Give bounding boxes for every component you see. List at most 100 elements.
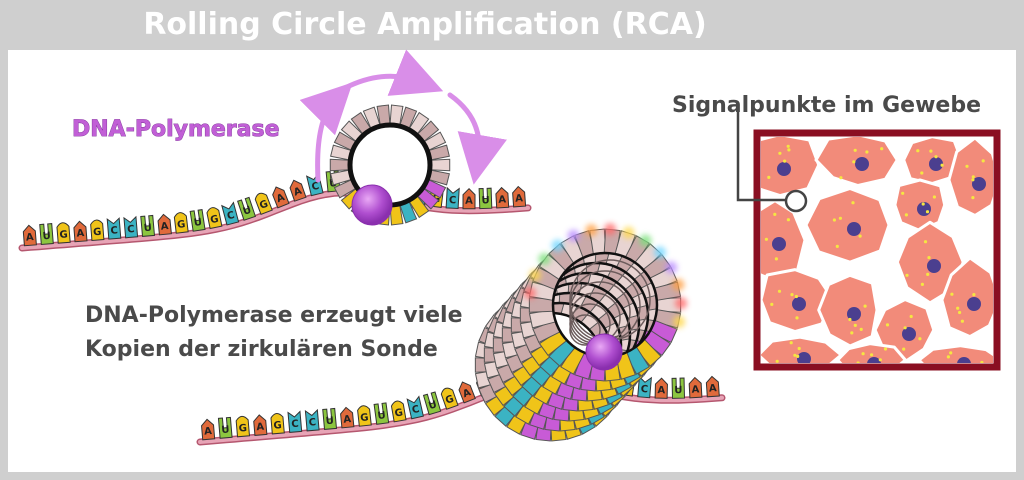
- nucleotide-letter: A: [26, 232, 35, 244]
- nucleotide: A: [705, 375, 720, 398]
- nucleotide: G: [56, 222, 71, 244]
- nucleotide: A: [289, 179, 307, 202]
- signal-dot: [778, 151, 782, 155]
- signal-dot: [934, 155, 938, 159]
- cell-nucleus: [902, 327, 916, 341]
- nucleotide: G: [254, 192, 273, 215]
- nucleotide: G: [90, 219, 105, 242]
- nucleotide-letter: U: [242, 205, 253, 218]
- signal-glow: [529, 269, 542, 282]
- nucleotide: U: [322, 407, 338, 430]
- nucleotide-letter: G: [177, 219, 186, 231]
- signal-glow: [551, 239, 564, 252]
- signal-glow: [523, 287, 536, 300]
- signal-glow: [639, 234, 652, 247]
- signal-dot: [861, 352, 865, 356]
- signal-glow: [585, 224, 598, 237]
- tissue-cell: [940, 256, 993, 339]
- signal-dot: [839, 176, 843, 180]
- polymerase-enzyme: [351, 184, 393, 226]
- nucleotide-letter: A: [498, 194, 507, 205]
- nucleotide-letter: G: [273, 420, 282, 432]
- nucleotide: C: [445, 186, 460, 210]
- signal-dot: [774, 257, 779, 261]
- tissue-cell: [917, 344, 993, 363]
- signal-dot: [885, 323, 890, 327]
- signal-dot: [949, 351, 953, 355]
- nucleotide-letter: G: [258, 199, 270, 212]
- nucleotide-letter: U: [143, 223, 152, 235]
- signal-dot: [980, 360, 984, 363]
- signal-dot: [901, 191, 905, 195]
- signal-dot: [851, 201, 855, 205]
- signal-glow: [604, 223, 617, 236]
- cell-nucleus: [777, 162, 791, 176]
- nucleotide: G: [357, 405, 372, 427]
- nucleotide-letter: U: [221, 425, 230, 437]
- nucleotide: A: [340, 406, 355, 429]
- nucleotide-letter: U: [325, 416, 334, 428]
- signal-dot: [878, 358, 882, 362]
- nucleotide-letter: C: [226, 210, 236, 223]
- signal-dot: [789, 341, 793, 345]
- copies-label-line2: Kopien der zirkulären Sonde: [85, 337, 438, 362]
- nucleotide-letter: C: [640, 384, 648, 396]
- nucleotide: A: [462, 187, 476, 210]
- nucleotide-letter: U: [427, 399, 438, 412]
- nucleotide: G: [235, 415, 251, 438]
- nucleotide-letter: A: [204, 426, 213, 438]
- signal-dot: [932, 195, 937, 199]
- nucleotide-letter: G: [394, 407, 404, 419]
- signal-dot: [797, 346, 801, 351]
- signal-dot: [838, 216, 843, 220]
- nucleotide: C: [406, 395, 424, 420]
- signal-dot: [981, 159, 985, 163]
- cell-nucleus: [797, 352, 811, 363]
- signal-glow: [673, 315, 686, 328]
- nucleotide: A: [201, 418, 216, 441]
- signal-dot: [863, 304, 867, 308]
- signal-dot: [883, 347, 888, 351]
- signal-glow: [665, 261, 678, 274]
- nucleotide-letter: A: [465, 196, 473, 207]
- signal-dot: [923, 240, 928, 244]
- nucleotide-letter: C: [411, 404, 421, 416]
- nucleotide: C: [305, 172, 324, 197]
- tissue-cell: [902, 137, 963, 186]
- nucleotide: G: [173, 212, 189, 234]
- signal-dot: [790, 293, 794, 297]
- cell-nucleus: [847, 222, 861, 236]
- nucleotide-letter: A: [657, 385, 665, 396]
- figure-title: Rolling Circle Amplification (RCA): [143, 7, 707, 42]
- cell-nucleus: [929, 157, 943, 171]
- signal-dot: [796, 354, 800, 358]
- signal-dot: [773, 212, 777, 216]
- tissue-cell: [814, 137, 899, 187]
- cell-nucleus: [957, 357, 971, 363]
- signal-dot: [921, 202, 925, 206]
- signal-dot: [880, 147, 884, 151]
- signal-dot: [904, 213, 909, 217]
- callout-line: [736, 112, 786, 202]
- nucleotide: G: [390, 400, 407, 423]
- nucleotide: U: [189, 209, 206, 232]
- nucleotide-letter: U: [377, 410, 387, 422]
- nucleotide-letter: U: [674, 385, 682, 396]
- nucleotide-letter: C: [311, 181, 321, 193]
- rotation-arrows: [299, 49, 507, 185]
- signal-dot: [865, 150, 869, 154]
- signal-dot: [971, 178, 975, 182]
- signal-dot: [859, 327, 863, 331]
- signal-dot: [786, 218, 791, 222]
- nucleotide-letter: U: [193, 217, 203, 229]
- nucleotide: U: [217, 416, 233, 439]
- nucleotide-letter: A: [515, 193, 524, 205]
- signal-glow: [675, 297, 687, 310]
- signal-dot: [958, 310, 962, 315]
- signal-dot: [918, 337, 922, 341]
- signal-dot: [793, 353, 797, 357]
- signal-dot: [858, 234, 862, 238]
- polymerase-label: DNA-Polymerase: [72, 117, 280, 142]
- nucleotide: A: [253, 414, 268, 436]
